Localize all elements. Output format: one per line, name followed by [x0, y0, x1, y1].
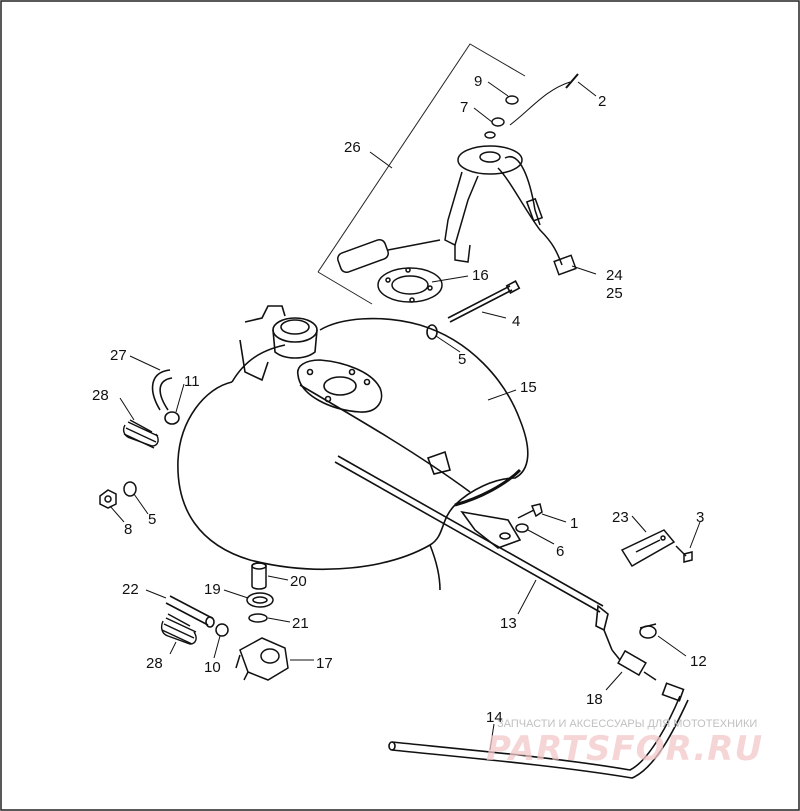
- screw-3: [675, 545, 693, 563]
- callout-7: 7: [460, 99, 468, 116]
- callout-21: 21: [292, 615, 309, 632]
- callout-15: 15: [520, 379, 537, 396]
- fuel-filter-18: [611, 649, 657, 681]
- callout-19: 19: [204, 581, 221, 598]
- nut-8: [99, 489, 117, 509]
- callout-25: 25: [606, 285, 623, 302]
- washer-7: [491, 117, 505, 127]
- callout-3: 3: [696, 509, 704, 526]
- callout-28-top: 28: [92, 387, 109, 404]
- washer-5a: [426, 324, 438, 340]
- callout-labels: 2 9 7 26 16 24 25 4 5 27 11 28 15 8 5 1 …: [92, 73, 707, 726]
- hose-clamp-10: [215, 623, 229, 637]
- hose-spring-28b: [160, 613, 197, 645]
- hose-clamp-12: [639, 623, 657, 639]
- callout-24: 24: [606, 267, 623, 284]
- watermark: ЗАПЧАСТИ И АКСЕССУАРЫ ДЛЯ МОТОТЕХНИКИ PA…: [486, 718, 763, 769]
- fuel-tank: [177, 305, 529, 591]
- crossover-hose-13: [334, 455, 613, 651]
- watermark-caption: ЗАПЧАСТИ И АКСЕССУАРЫ ДЛЯ МОТОТЕХНИКИ: [497, 718, 757, 730]
- callout-20: 20: [290, 573, 307, 590]
- callout-22: 22: [122, 581, 139, 598]
- washer-7b: [484, 131, 496, 139]
- screw-2: [565, 73, 579, 89]
- washer-5b: [123, 481, 137, 497]
- callout-14: 14: [486, 709, 503, 726]
- sender-assembly-frame: [317, 43, 526, 305]
- leader-lines: [109, 81, 701, 751]
- callout-17: 17: [316, 655, 333, 672]
- callout-13: 13: [500, 615, 517, 632]
- callout-10: 10: [204, 659, 221, 676]
- petcock-assembly: [235, 562, 289, 681]
- callout-23: 23: [612, 509, 629, 526]
- callout-6: 6: [556, 543, 564, 560]
- callout-5-top: 5: [458, 351, 466, 368]
- filter-screen-20: [251, 562, 267, 590]
- callout-18: 18: [586, 691, 603, 708]
- nut-9: [505, 95, 519, 105]
- fuel-gauge-sender: [337, 81, 577, 276]
- gasket-21: [248, 613, 268, 623]
- callout-16: 16: [472, 267, 489, 284]
- callout-11: 11: [184, 373, 200, 390]
- washer-6: [515, 523, 529, 533]
- mounting-bolt: [426, 280, 521, 340]
- callout-28-bottom: 28: [146, 655, 163, 672]
- fuel-line-14: [388, 682, 689, 779]
- watermark-logo: PARTSFOR.RU: [486, 729, 763, 769]
- callout-27: 27: [110, 347, 127, 364]
- callout-2: 2: [598, 93, 606, 110]
- callout-5-left: 5: [148, 511, 156, 528]
- callout-1: 1: [570, 515, 578, 532]
- hose-spring-28a: [122, 419, 159, 449]
- callout-26: 26: [344, 139, 361, 156]
- fuel-hose-22: [165, 595, 215, 628]
- mount-plate-23: [620, 529, 676, 568]
- vent-hose-front: [151, 369, 180, 425]
- gasket: [377, 267, 443, 303]
- callout-8: 8: [124, 521, 132, 538]
- bolt-1: [517, 503, 543, 519]
- callout-9: 9: [474, 73, 482, 90]
- callout-4: 4: [512, 313, 520, 330]
- hose-clamp-11: [164, 411, 180, 425]
- callout-12: 12: [690, 653, 707, 670]
- nut-19: [246, 592, 274, 608]
